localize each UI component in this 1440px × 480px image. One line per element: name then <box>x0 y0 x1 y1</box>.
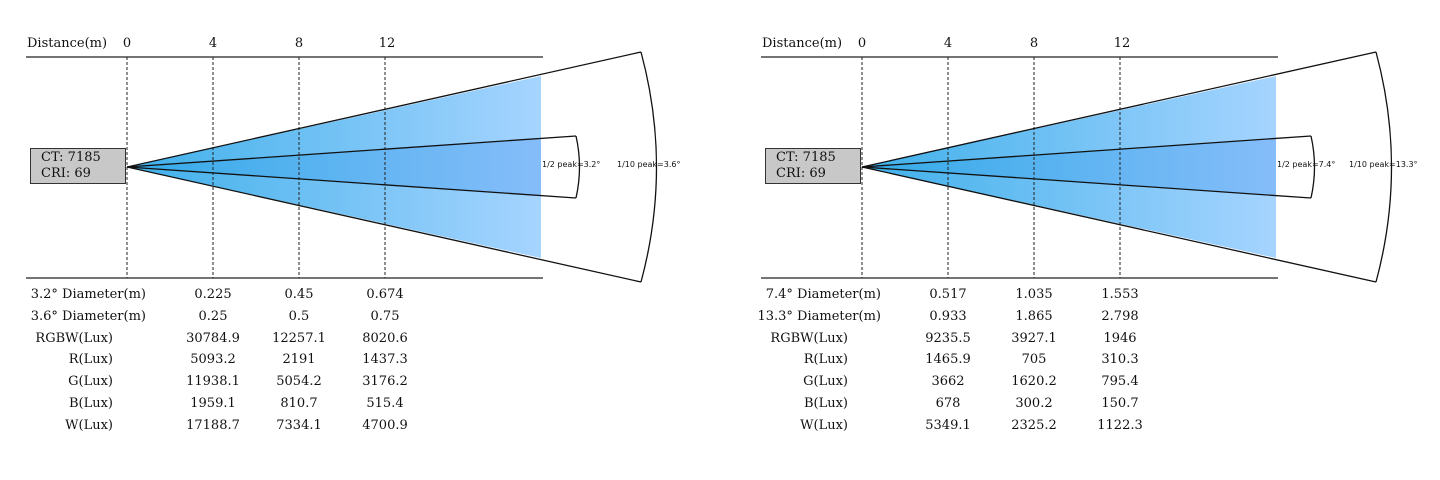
half-peak-edge-top <box>861 135 1312 168</box>
tenth-peak-edge-top <box>861 51 1377 168</box>
table-cell: 1959.1 <box>190 396 236 411</box>
row-label: 3.6° Diameter(m) <box>30 309 146 324</box>
beam-drawing <box>26 51 658 283</box>
distance-tick: 8 <box>294 36 304 51</box>
distance-axis-label: Distance(m) <box>762 36 843 51</box>
table-cell: 678 <box>935 396 961 411</box>
table-cell: 2191 <box>282 352 316 367</box>
light-source-box: CT: 7185 CRI: 69 <box>30 148 126 184</box>
table-cell: 705 <box>1021 352 1047 367</box>
half-peak-edge-top <box>126 135 577 168</box>
row-label: 3.2° Diameter(m) <box>30 287 146 302</box>
half-peak-arc <box>1310 135 1316 199</box>
cri-label: CRI: 69 <box>41 166 91 181</box>
table-cell: 5349.1 <box>925 418 971 433</box>
half-peak-edge-bottom <box>126 166 577 199</box>
distance-tick: 12 <box>1113 36 1131 51</box>
row-label: R(Lux) <box>803 352 848 367</box>
table-cell: 0.5 <box>288 309 310 324</box>
table-cell: 310.3 <box>1101 352 1139 367</box>
table-cell: 8020.6 <box>362 331 408 346</box>
distance-axis-label: Distance(m) <box>27 36 108 51</box>
table-cell: 3176.2 <box>362 374 408 389</box>
table-cell: 0.225 <box>194 287 232 302</box>
table-cell: 3927.1 <box>1011 331 1057 346</box>
table-cell: 1.865 <box>1015 309 1053 324</box>
beam-drawing <box>761 51 1393 283</box>
table-cell: 300.2 <box>1015 396 1053 411</box>
tenth-peak-arc <box>1375 51 1393 283</box>
table-cell: 1122.3 <box>1097 418 1143 433</box>
distance-tick: 4 <box>943 36 953 51</box>
distance-tick: 4 <box>208 36 218 51</box>
table-cell: 1465.9 <box>925 352 971 367</box>
table-cell: 1.553 <box>1101 287 1139 302</box>
tenth-peak-label: 1/10 peak=3.6° <box>617 160 681 169</box>
table-cell: 2.798 <box>1101 309 1139 324</box>
table-cell: 7334.1 <box>276 418 322 433</box>
row-label: G(Lux) <box>68 374 113 389</box>
row-label: R(Lux) <box>68 352 113 367</box>
table-cell: 0.25 <box>198 309 228 324</box>
table-cell: 0.45 <box>284 287 314 302</box>
table-cell: 1946 <box>1103 331 1137 346</box>
row-label: 7.4° Diameter(m) <box>765 287 881 302</box>
table-cell: 1620.2 <box>1011 374 1057 389</box>
row-label: RGBW(Lux) <box>770 331 848 346</box>
row-label: 13.3° Diameter(m) <box>757 309 881 324</box>
row-label: RGBW(Lux) <box>35 331 113 346</box>
table-cell: 3662 <box>931 374 965 389</box>
table-cell: 17188.7 <box>186 418 240 433</box>
half-peak-label: 1/2 peak=3.2° <box>542 160 601 169</box>
table-cell: 5054.2 <box>276 374 322 389</box>
table-cell: 1437.3 <box>362 352 408 367</box>
tenth-peak-edge-bottom <box>126 166 642 283</box>
tenth-peak-edge-bottom <box>861 166 1377 283</box>
table-cell: 0.933 <box>929 309 967 324</box>
light-source-box: CT: 7185 CRI: 69 <box>765 148 861 184</box>
table-cell: 0.674 <box>366 287 404 302</box>
distance-tick: 12 <box>378 36 396 51</box>
ct-label: CT: 7185 <box>41 150 101 165</box>
tenth-peak-edge-top <box>126 51 642 168</box>
table-cell: 11938.1 <box>186 374 240 389</box>
tenth-peak-label: 1/10 peak=13.3° <box>1349 160 1418 169</box>
table-cell: 150.7 <box>1101 396 1139 411</box>
half-peak-label: 1/2 peak=7.4° <box>1277 160 1336 169</box>
table-cell: 30784.9 <box>186 331 240 346</box>
table-cell: 515.4 <box>366 396 404 411</box>
table-cell: 810.7 <box>280 396 318 411</box>
row-label: W(Lux) <box>800 418 848 433</box>
ct-label: CT: 7185 <box>776 150 836 165</box>
table-cell: 9235.5 <box>925 331 971 346</box>
distance-tick: 0 <box>857 36 867 51</box>
table-cell: 2325.2 <box>1011 418 1057 433</box>
table-cell: 4700.9 <box>362 418 408 433</box>
row-label: W(Lux) <box>65 418 113 433</box>
half-peak-arc <box>575 135 581 199</box>
beam-diagram-left: Distance(m) 0 4 8 12 CT: 7185 CRI: 69 1/… <box>26 36 681 433</box>
row-label: G(Lux) <box>803 374 848 389</box>
inner-beam-cone <box>127 139 541 195</box>
half-peak-edge-bottom <box>861 166 1312 199</box>
distance-tick: 8 <box>1029 36 1039 51</box>
beam-diagram-right: Distance(m) 0 4 8 12 CT: 7185 CRI: 69 1/… <box>735 0 1440 480</box>
inner-beam-cone <box>862 139 1276 195</box>
table-cell: 5093.2 <box>190 352 236 367</box>
row-label: B(Lux) <box>803 396 848 411</box>
row-label: B(Lux) <box>68 396 113 411</box>
table-cell: 795.4 <box>1101 374 1139 389</box>
table-cell: 1.035 <box>1015 287 1053 302</box>
table-cell: 0.75 <box>370 309 400 324</box>
cri-label: CRI: 69 <box>776 166 826 181</box>
distance-tick: 0 <box>122 36 132 51</box>
table-cell: 0.517 <box>929 287 967 302</box>
tenth-peak-arc <box>640 51 658 283</box>
table-cell: 12257.1 <box>272 331 326 346</box>
